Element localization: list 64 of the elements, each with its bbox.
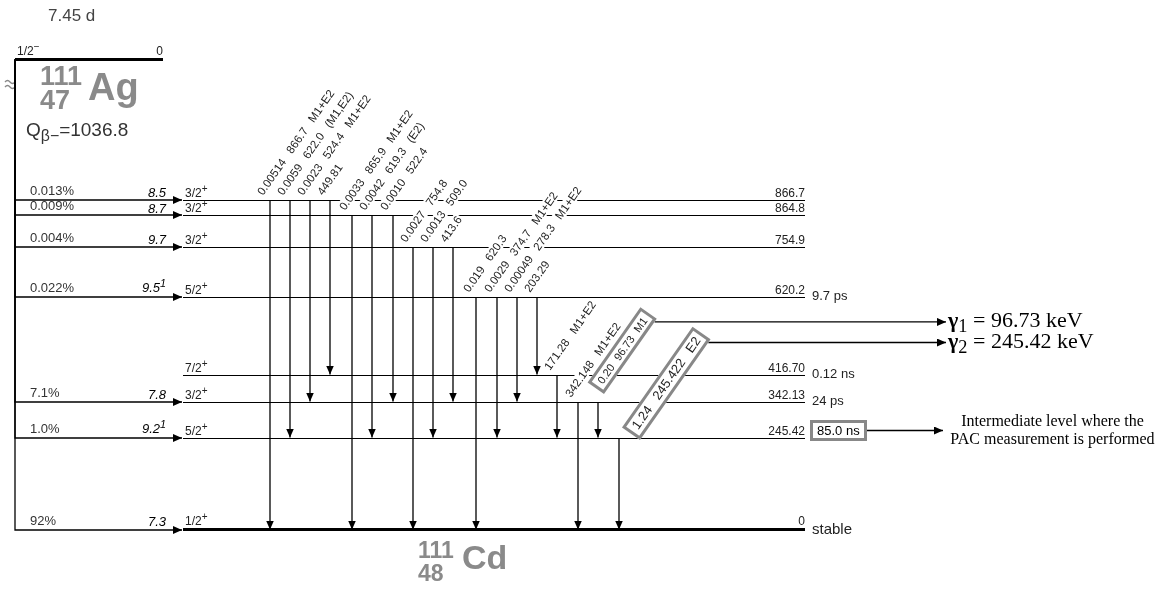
gamma-transition-arrow [389, 214, 397, 403]
text-label: 111 [418, 538, 454, 562]
gamma-transition-arrow [594, 401, 602, 439]
spin-parity-label: 5/2$^{+}$ [185, 421, 208, 437]
energy-value: 620.2 [774, 284, 805, 296]
spin-parity-label: 5/2$^{+}$ [185, 280, 208, 296]
gamma-transition-arrow [533, 296, 541, 376]
energy-value: 866.7 [774, 187, 805, 199]
gamma-transition-arrow [553, 374, 561, 439]
edge-label: 1.0% [30, 422, 60, 436]
gamma-transition-arrow [493, 296, 501, 439]
edge-label: 0.013% [30, 184, 75, 198]
gamma-transition-arrow [409, 246, 417, 531]
gamma-transition-arrow [266, 199, 274, 531]
text-label: 9.7 [148, 233, 167, 247]
gamma-transition-arrow [472, 296, 480, 531]
spin-parity-label: 1/2$^{−}$ [17, 41, 40, 57]
edge-label: 0.022% [30, 281, 75, 295]
edge-label: 7.1% [30, 386, 60, 400]
edge-label: 92% [30, 514, 57, 528]
highlight-box: 85.0 ns [810, 420, 867, 441]
gamma-transition-arrow [348, 214, 356, 531]
half-life-label: 24 ps [812, 394, 844, 408]
spin-parity-label: 7/2$^{+}$ [185, 358, 208, 374]
gamma-transition-arrow [326, 199, 334, 376]
text-label: 7.8 [148, 388, 167, 402]
text-label: Ag [88, 68, 139, 107]
beta-feed-arrow [14, 58, 183, 534]
spin-parity-label: 3/2$^{+}$ [185, 198, 208, 214]
spin-parity-label: 3/2$^{+}$ [185, 385, 208, 401]
half-life-label: 0.12 ns [812, 367, 855, 381]
text-label: 9.5$^{1}$ [142, 281, 167, 295]
text-label: 7.3 [148, 515, 167, 529]
gamma-transition-arrow [574, 401, 582, 531]
gamma-transition-arrow [615, 437, 623, 531]
half-life-label: 9.7 ps [812, 289, 848, 303]
annotation-text: Intermediate level where the PAC measurement is performed [949, 411, 1156, 449]
energy-value: 0 [798, 515, 805, 527]
gamma-transition-arrow [306, 199, 314, 403]
energy-value: 754.9 [774, 234, 805, 246]
energy-value: 416.70 [768, 362, 805, 374]
text-label: Cd [462, 540, 508, 575]
leader-arrow [866, 426, 944, 435]
text-label: 48 [418, 561, 444, 585]
text-label: 9.2$^{1}$ [142, 422, 167, 436]
spin-parity-label: 1/2$^{+}$ [185, 511, 208, 527]
edge-label: 0.004% [30, 231, 75, 245]
gamma-transition-arrow [368, 214, 376, 439]
text-label: 8.5 [148, 186, 167, 200]
gamma-transition-arrow [286, 199, 294, 439]
edge-label: 0.009% [30, 199, 75, 213]
half-life-label: 7.45 d [48, 6, 96, 25]
half-life-label: stable [812, 522, 853, 536]
energy-value: 864.8 [774, 202, 805, 214]
energy-value: 245.42 [768, 425, 805, 437]
spin-parity-label: 3/2$^{+}$ [185, 183, 208, 199]
energy-value: 342.13 [768, 389, 805, 401]
gamma-transition-arrow [429, 246, 437, 439]
gamma-transition-arrow [449, 246, 457, 403]
text-label: 8.7 [148, 202, 167, 216]
gamma-transition-arrow [513, 296, 521, 403]
text-label: Q$_{β−}$=1036.8 [26, 120, 129, 146]
energy-value: 0 [156, 45, 163, 57]
spin-parity-label: 3/2$^{+}$ [185, 230, 208, 246]
